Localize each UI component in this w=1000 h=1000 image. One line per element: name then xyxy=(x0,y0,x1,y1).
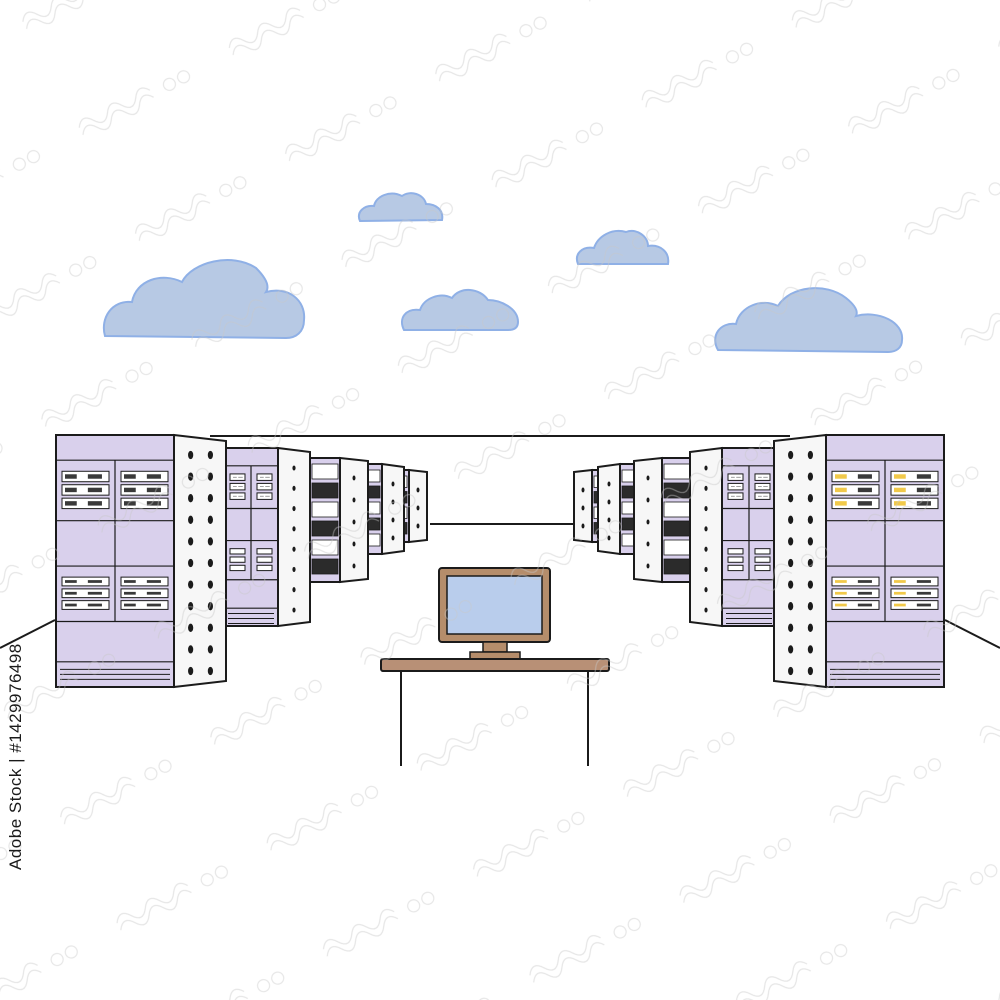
stock-credit-text: Adobe Stock | #1429976498 xyxy=(6,643,25,870)
